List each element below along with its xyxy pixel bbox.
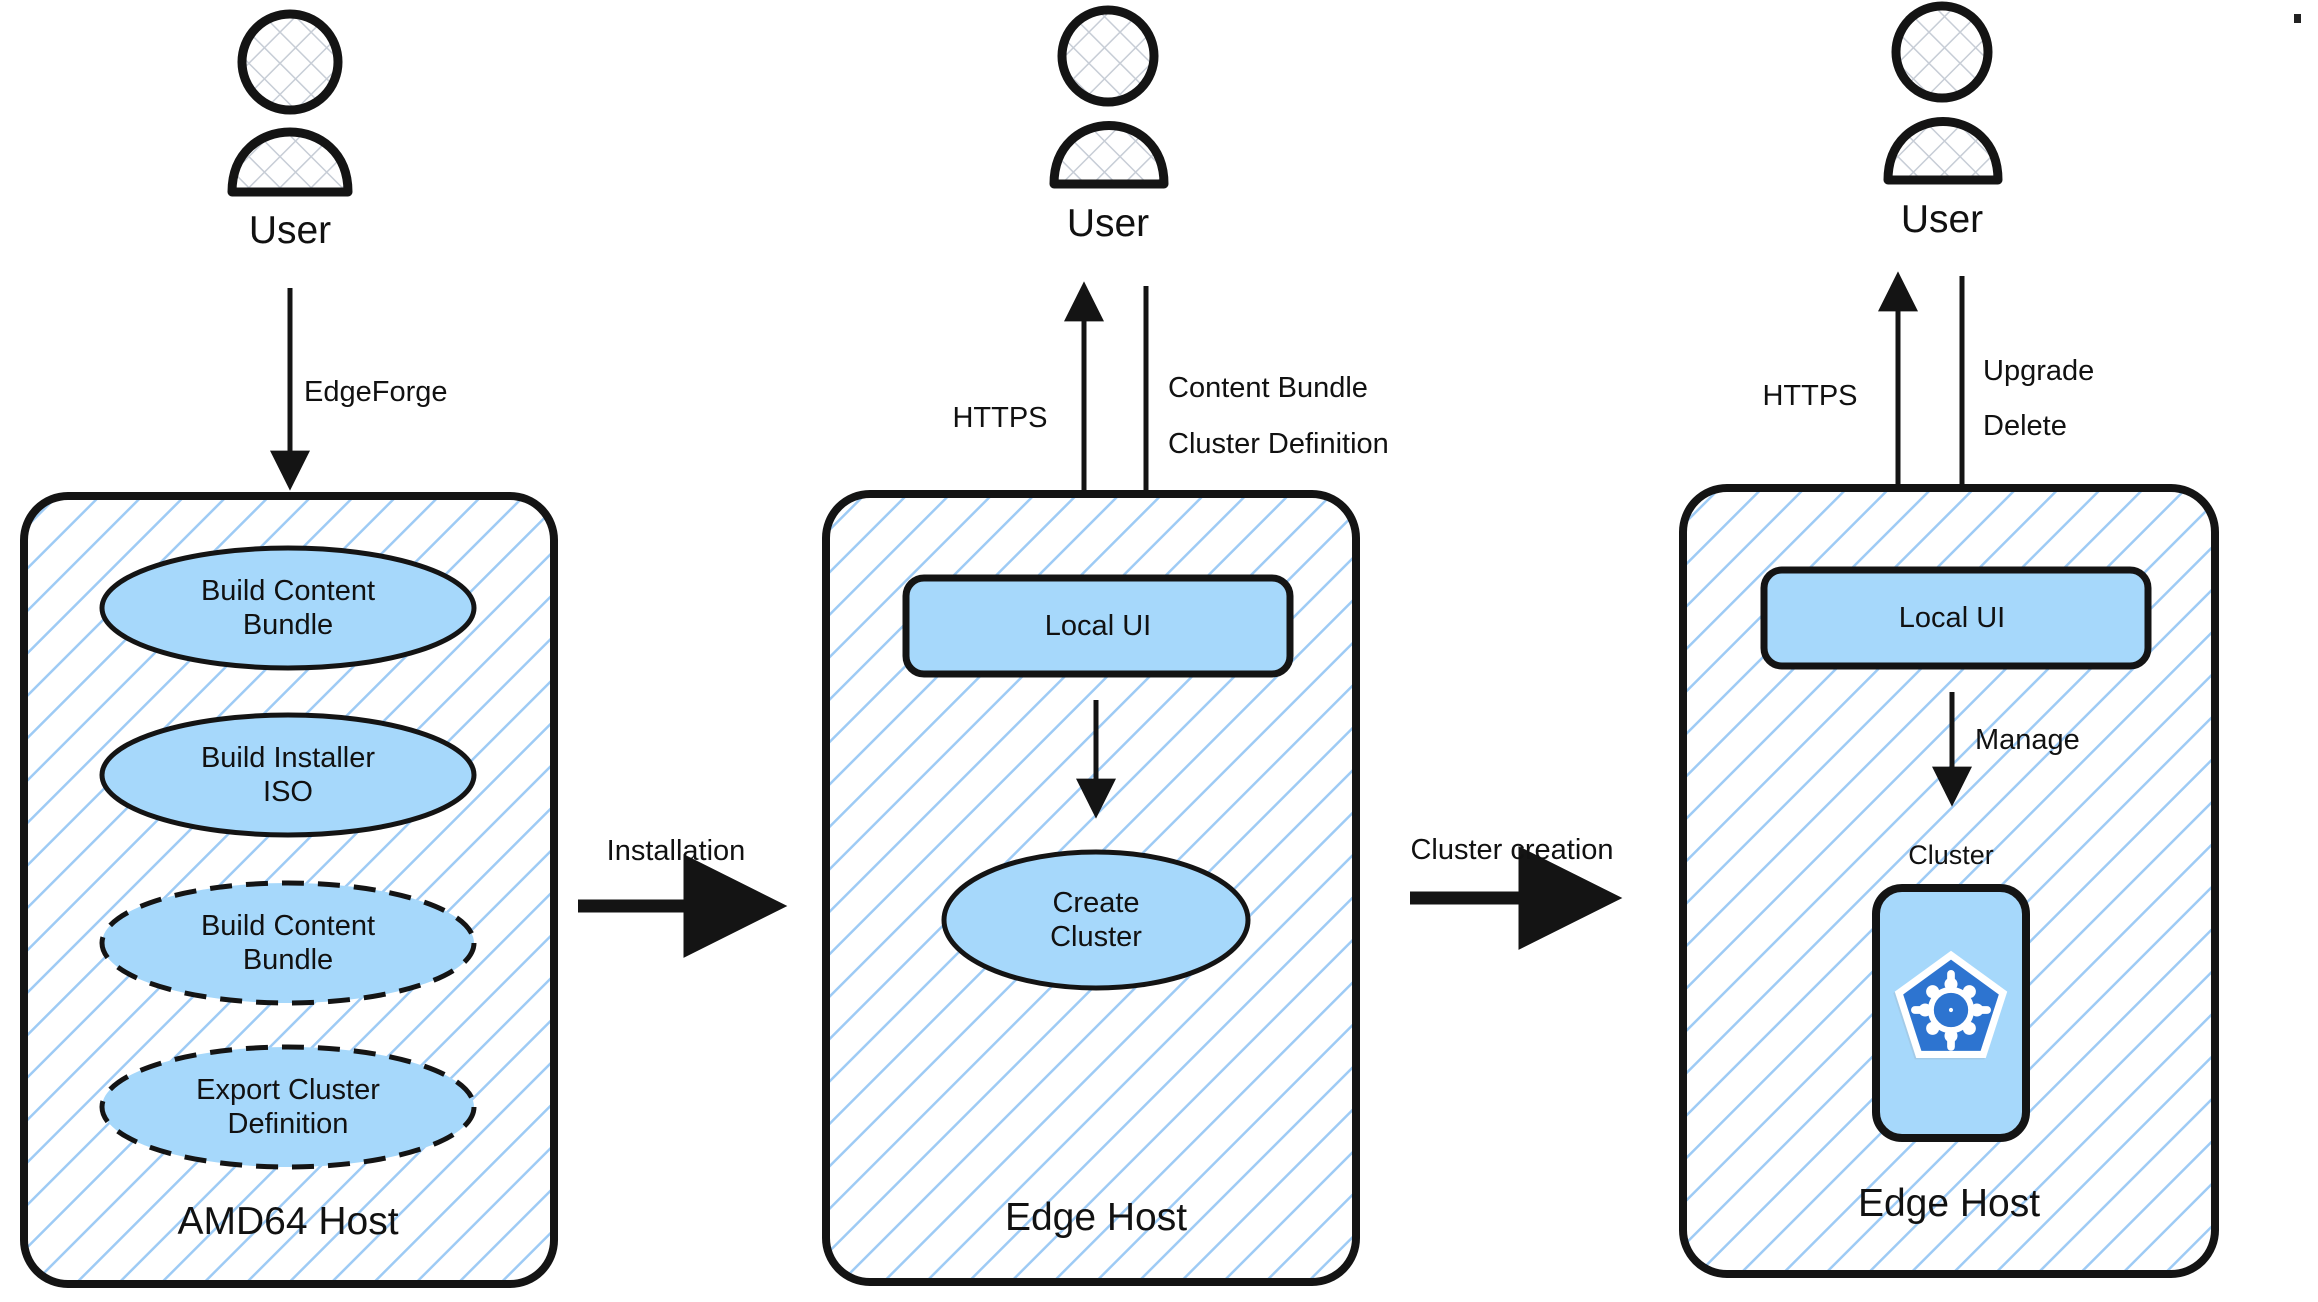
- node-label-local-ui-1: Local UI: [1044, 609, 1152, 642]
- edge-label-cluster-definition: Cluster Definition: [1168, 428, 1389, 460]
- node-build-content-bundle-1: [99, 545, 477, 671]
- actor-user-2-label: User: [1066, 201, 1150, 245]
- actor-user-2-icon: [1049, 5, 1169, 189]
- edge-label-https-3: HTTPS: [1762, 379, 1858, 412]
- kubernetes-icon: [1893, 950, 2008, 1060]
- stage-1-group: [20, 9, 558, 1288]
- actor-user-3-icon: [1883, 1, 2003, 185]
- edge-label-https-2: HTTPS: [952, 401, 1048, 434]
- edge-label-edgeforge: EdgeForge: [304, 376, 448, 408]
- host-label-amd64: AMD64 Host: [177, 1199, 399, 1243]
- stray-dot-artifact: [2294, 14, 2301, 23]
- actor-user-1-label: User: [248, 208, 332, 252]
- node-label-build-installer-iso: Build Installer ISO: [200, 741, 376, 808]
- edge-label-content-bundle: Content Bundle: [1168, 372, 1368, 404]
- node-export-cluster-definition: [99, 1044, 477, 1170]
- connector-label-installation: Installation: [606, 834, 746, 867]
- node-create-cluster: [941, 849, 1251, 991]
- stage-2-group: [822, 5, 1360, 1286]
- edge-label-manage: Manage: [1975, 724, 2080, 756]
- node-label-build-content-bundle-2: Build Content Bundle: [200, 909, 376, 976]
- node-label-create-cluster: Create Cluster: [1050, 886, 1142, 953]
- node-label-local-ui-2: Local UI: [1898, 601, 2006, 634]
- cluster-caption-label: Cluster: [1908, 840, 1994, 871]
- host-label-edge-2: Edge Host: [1004, 1195, 1188, 1239]
- actor-user-3-label: User: [1900, 197, 1984, 241]
- host-container-edge-3: [1679, 484, 2219, 1278]
- connector-label-cluster-creation: Cluster creation: [1410, 833, 1614, 866]
- host-label-edge-3: Edge Host: [1857, 1181, 2041, 1225]
- node-build-content-bundle-2: [99, 880, 477, 1006]
- node-local-ui-2: [1760, 566, 2152, 670]
- node-local-ui-1: [902, 574, 1294, 678]
- actor-user-1-icon: [227, 9, 353, 197]
- edge-label-upgrade: Upgrade: [1983, 355, 2095, 387]
- node-build-installer-iso: [99, 712, 477, 838]
- edge-label-delete: Delete: [1983, 410, 2067, 442]
- stage-3-group: [1679, 1, 2219, 1278]
- node-label-export-cluster-definition: Export Cluster Definition: [196, 1073, 380, 1140]
- node-label-build-content-bundle-1: Build Content Bundle: [200, 574, 376, 641]
